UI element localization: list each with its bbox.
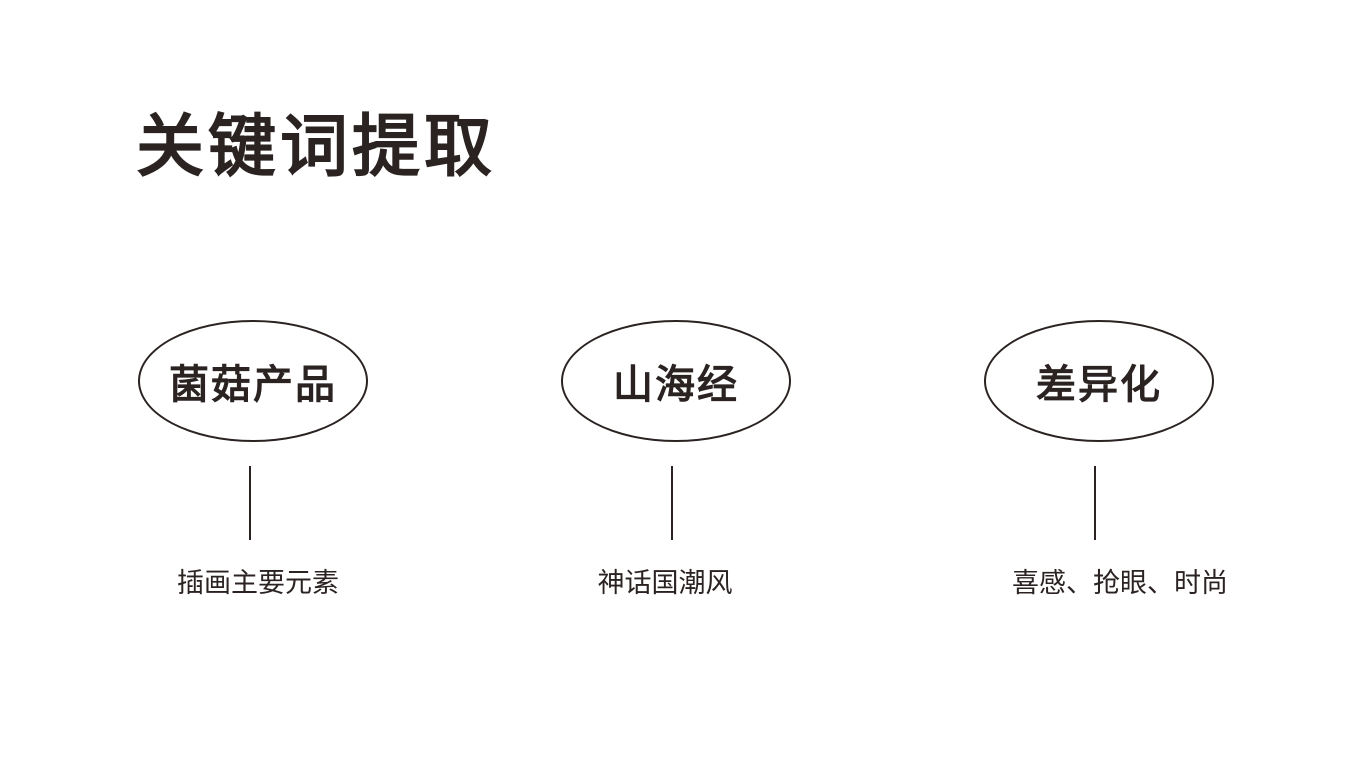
- keyword-ellipse-3: 差异化: [984, 320, 1214, 442]
- keyword-ellipse-2: 山海经: [561, 320, 791, 442]
- connector-line-3: [1094, 466, 1096, 540]
- keyword-description-1: 插画主要元素: [177, 568, 339, 599]
- keyword-description-2: 神话国潮风: [597, 568, 733, 599]
- keyword-label: 山海经: [613, 362, 739, 408]
- page-title: 关键词提取: [136, 108, 497, 187]
- connector-line-1: [249, 466, 251, 540]
- connector-line-2: [671, 466, 673, 540]
- keyword-label: 差异化: [1036, 362, 1162, 408]
- keyword-description-3: 喜感、抢眼、时尚: [1012, 568, 1228, 599]
- keyword-label: 菌菇产品: [169, 362, 337, 408]
- keyword-ellipse-1: 菌菇产品: [138, 320, 368, 442]
